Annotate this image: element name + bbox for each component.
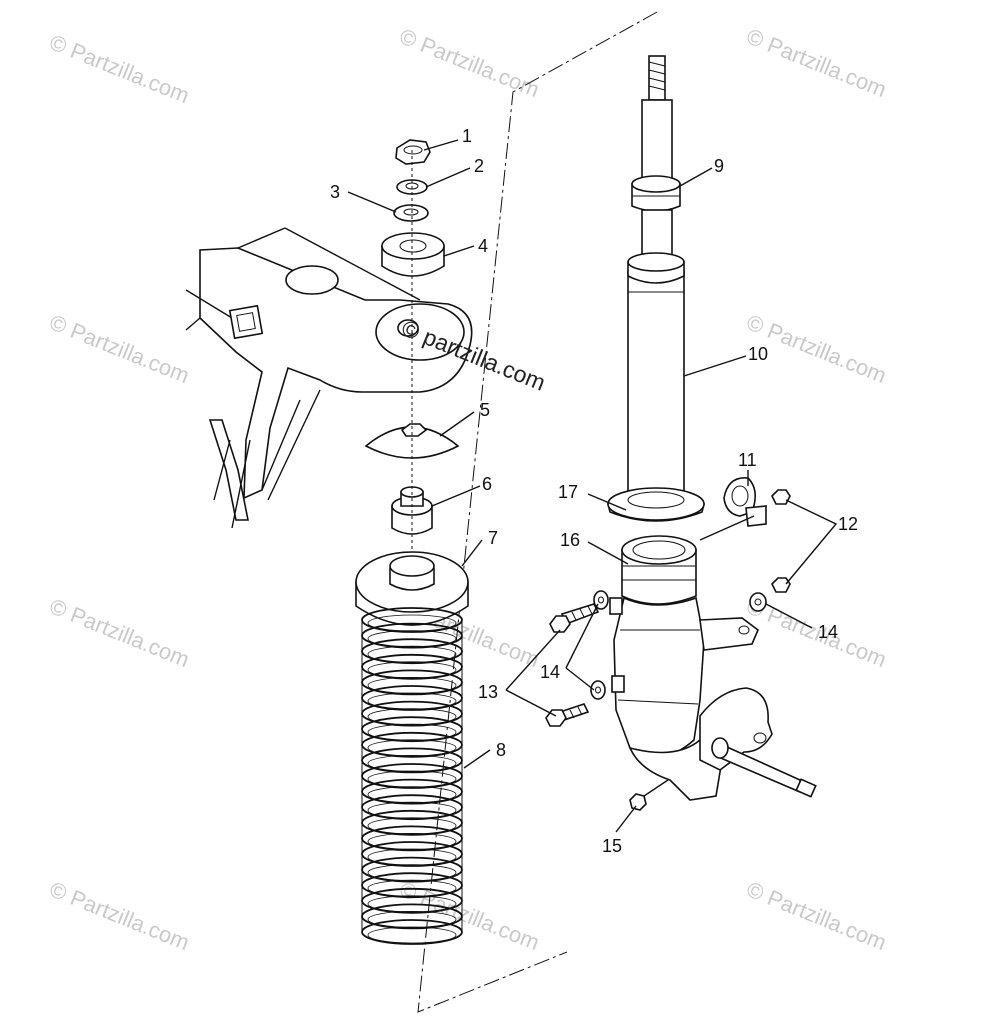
callout-14-left: 14 (540, 662, 560, 682)
callout-7: 7 (488, 528, 498, 548)
part-5-cup[interactable] (364, 423, 460, 459)
callout-15: 15 (602, 836, 622, 856)
part-6-spacer[interactable] (391, 486, 433, 535)
callout-1: 1 (462, 126, 472, 146)
callout-3: 3 (330, 182, 340, 202)
part-7-spring-seat[interactable] (355, 551, 469, 626)
callout-16: 16 (560, 530, 580, 550)
part-17-ring-seal[interactable] (606, 487, 706, 522)
watermark-layer: © Partzilla.com © Partzilla.com © Partzi… (46, 23, 890, 955)
assembly-separator-line (417, 11, 658, 1013)
part-15-grease-fitting[interactable] (629, 779, 669, 811)
watermark: © Partzilla.com (46, 593, 193, 672)
part-16-housing[interactable] (609, 535, 817, 801)
watermark: © Partzilla.com (46, 29, 193, 108)
part-8-coil-spring[interactable] (361, 607, 463, 945)
callout-9: 9 (714, 156, 724, 176)
callout-14-right: 14 (818, 622, 838, 642)
part-3-washer[interactable] (393, 204, 429, 222)
part-1-nut[interactable] (395, 139, 431, 165)
part-10-shock-tube[interactable] (627, 252, 685, 499)
callout-10: 10 (748, 344, 768, 364)
callout-17: 17 (558, 482, 578, 502)
callout-4: 4 (478, 236, 488, 256)
callout-8: 8 (496, 740, 506, 760)
part-9-shaft[interactable] (631, 55, 681, 261)
watermark: © Partzilla.com (743, 23, 890, 102)
callout-12: 12 (838, 514, 858, 534)
watermark: © Partzilla.com (743, 876, 890, 955)
part-11-clamp[interactable] (723, 477, 767, 527)
frame-arm (185, 227, 473, 529)
watermark: © Partzilla.com (46, 309, 193, 388)
part-12-nut[interactable] (771, 489, 791, 593)
callout-11: 11 (738, 450, 757, 470)
watermark: © Partzilla.com (396, 23, 543, 102)
callout-labels: 1 2 3 4 5 6 7 8 9 10 11 12 13 14 14 15 1… (330, 126, 858, 856)
callout-13: 13 (478, 682, 498, 702)
part-4-bushing[interactable] (381, 232, 445, 277)
callout-5: 5 (480, 400, 490, 420)
callout-6: 6 (482, 474, 492, 494)
leader-lines (347, 139, 838, 833)
callout-2: 2 (474, 156, 484, 176)
watermark: © Partzilla.com (46, 876, 193, 955)
